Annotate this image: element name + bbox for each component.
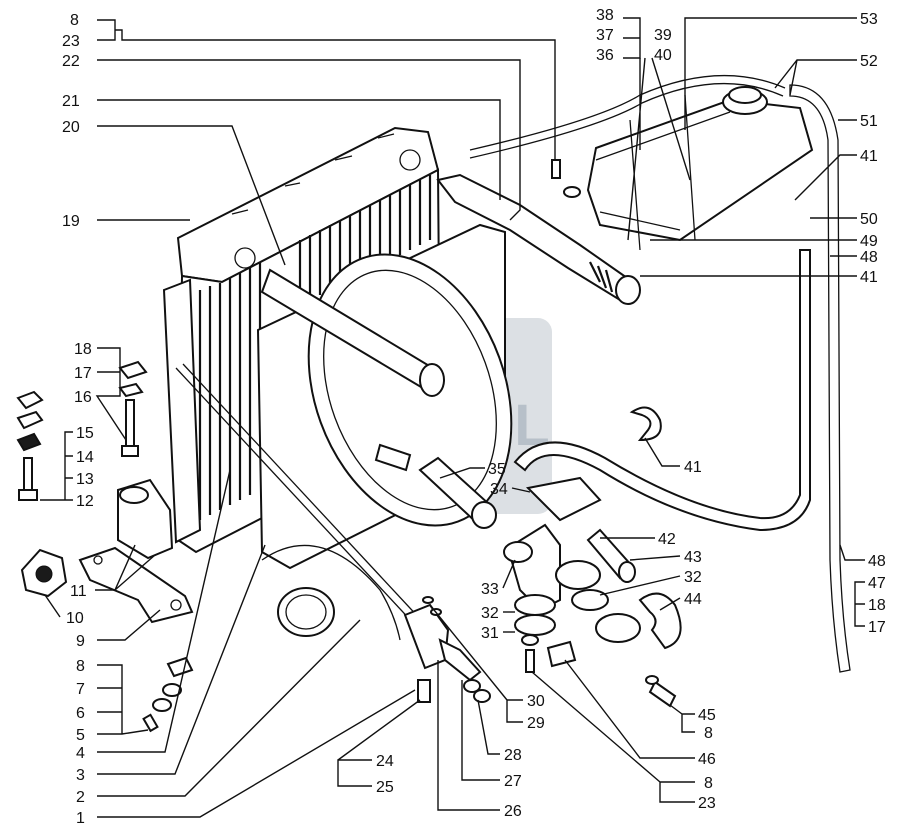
hose-clamp-lower <box>277 587 335 637</box>
callout-29: 29 <box>527 715 545 732</box>
callout-8: 8 <box>76 658 85 675</box>
callout-14: 14 <box>76 449 94 466</box>
callout-36: 36 <box>596 47 614 64</box>
callout-7: 7 <box>76 681 85 698</box>
callout-3: 3 <box>76 767 85 784</box>
callout-23: 23 <box>62 33 80 50</box>
callout-41: 41 <box>860 269 878 286</box>
callout-16: 16 <box>74 389 92 406</box>
callout-32: 32 <box>684 569 702 586</box>
clamp-41 <box>629 406 662 442</box>
callout-39: 39 <box>654 27 672 44</box>
callout-45: 45 <box>698 707 716 724</box>
callout-20: 20 <box>62 119 80 136</box>
callout-41: 41 <box>860 148 878 165</box>
callout-48: 48 <box>868 553 886 570</box>
callout-44: 44 <box>684 591 702 608</box>
callout-46: 46 <box>698 751 716 768</box>
callout-38: 38 <box>596 7 614 24</box>
callout-labels: 8 23 22 21 20 19 18 17 16 15 14 13 12 11… <box>62 7 886 827</box>
gaskets-32 <box>514 594 556 636</box>
callout-23: 23 <box>698 795 716 812</box>
expansion-tank <box>586 86 814 251</box>
callout-25: 25 <box>376 779 394 796</box>
callout-37: 37 <box>596 27 614 44</box>
callout-43: 43 <box>684 549 702 566</box>
callout-30: 30 <box>527 693 545 710</box>
callout-19: 19 <box>62 213 80 230</box>
callout-52: 52 <box>860 53 878 70</box>
callout-32: 32 <box>481 605 499 622</box>
callout-21: 21 <box>62 93 80 110</box>
leader-lines <box>40 17 865 818</box>
callout-50: 50 <box>860 211 878 228</box>
callout-8: 8 <box>70 12 79 29</box>
callout-9: 9 <box>76 633 85 650</box>
callout-27: 27 <box>504 773 522 790</box>
callout-40: 40 <box>654 47 672 64</box>
callout-33: 33 <box>481 581 499 598</box>
callout-15: 15 <box>76 425 94 442</box>
callout-53: 53 <box>860 11 878 28</box>
callout-34: 34 <box>490 481 508 498</box>
callout-8: 8 <box>704 775 713 792</box>
callout-24: 24 <box>376 753 394 770</box>
callout-42: 42 <box>658 531 676 548</box>
elbow-44 <box>571 589 682 650</box>
callout-18: 18 <box>74 341 92 358</box>
callout-41: 41 <box>684 459 702 476</box>
callout-4: 4 <box>76 745 85 762</box>
callout-26: 26 <box>504 803 522 820</box>
callout-6: 6 <box>76 705 85 722</box>
knob-10 <box>20 548 68 598</box>
callout-48: 48 <box>860 249 878 266</box>
callout-18: 18 <box>868 597 886 614</box>
callout-31: 31 <box>481 625 499 642</box>
callout-2: 2 <box>76 789 85 806</box>
callout-51: 51 <box>860 113 878 130</box>
callout-10: 10 <box>66 610 84 627</box>
callout-28: 28 <box>504 747 522 764</box>
stay-rod <box>175 363 491 703</box>
callout-13: 13 <box>76 471 94 488</box>
bypass-hose <box>513 249 811 532</box>
fasteners-left <box>16 360 148 501</box>
small-fasteners-pump <box>422 159 677 708</box>
water-pump-elbow <box>503 476 602 612</box>
callout-17: 17 <box>868 619 886 636</box>
lower-hose-35 <box>418 456 497 529</box>
mount-cushion-11 <box>117 478 174 560</box>
callout-12: 12 <box>76 493 94 510</box>
callout-17: 17 <box>74 365 92 382</box>
callout-11: 11 <box>70 583 87 600</box>
overflow-hose <box>789 84 851 673</box>
callout-1: 1 <box>76 810 85 827</box>
upper-hose <box>436 173 641 305</box>
callout-8: 8 <box>704 725 713 742</box>
callout-49: 49 <box>860 233 878 250</box>
callout-47: 47 <box>868 575 886 592</box>
callout-22: 22 <box>62 53 80 70</box>
callout-5: 5 <box>76 727 85 744</box>
mount-bracket-9 <box>78 546 194 624</box>
callout-35: 35 <box>488 461 506 478</box>
hose-43 <box>586 528 636 583</box>
